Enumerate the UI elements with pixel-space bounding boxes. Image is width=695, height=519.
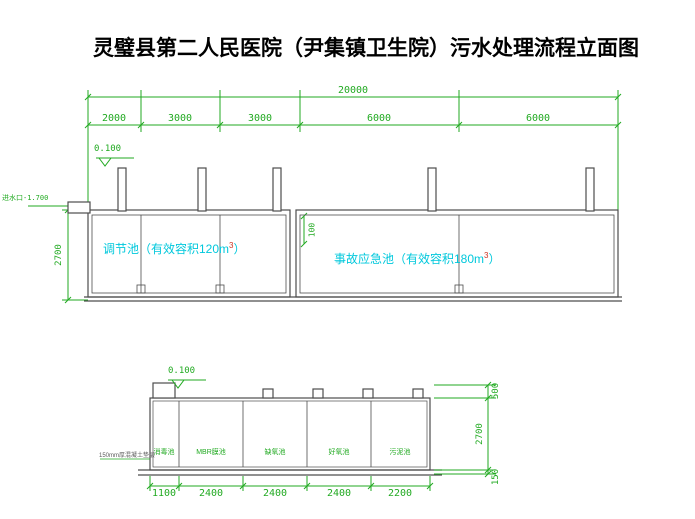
upper-elevation-label: 0.100 bbox=[94, 144, 122, 154]
upper-tank-structure bbox=[67, 167, 622, 302]
vent-pipe-2 bbox=[197, 167, 207, 212]
compartment-label-3: 缺氧池 bbox=[264, 449, 286, 456]
compartment-label-4: 好氧池 bbox=[328, 449, 350, 456]
upper-dim-ticks bbox=[84, 93, 622, 129]
inlet-label: 进水口-1.700 bbox=[2, 194, 49, 202]
lower-tank-structure bbox=[138, 382, 442, 476]
upper-seg-dim-label-4: 6000 bbox=[366, 113, 392, 124]
tank1-label-close: ） bbox=[233, 242, 246, 256]
lower-bottom-dim-ticks bbox=[146, 482, 434, 490]
tank1-inner-wall bbox=[91, 214, 287, 294]
lower-base-slab bbox=[138, 469, 442, 476]
drawing-title: 灵璧县第二人民医院（尹集镇卫生院）污水处理流程立面图 bbox=[93, 36, 639, 60]
lower-stub-4 bbox=[412, 388, 424, 399]
tank-base-slab bbox=[84, 296, 622, 302]
lower-right-dim-label-1: 500 bbox=[491, 382, 501, 400]
upper-seg-dim-label-2: 3000 bbox=[167, 113, 193, 124]
lower-right-dim-ticks bbox=[484, 381, 492, 478]
lower-stub-2 bbox=[312, 388, 324, 399]
lower-top-hopper bbox=[152, 382, 176, 399]
lower-bottom-dim-label-2: 2400 bbox=[198, 488, 224, 499]
tank1-label-text: 调节池（有效容积120m bbox=[103, 242, 230, 256]
upper-step-dim-label: 100 bbox=[307, 222, 317, 238]
tank2-label-sup: 3 bbox=[484, 251, 489, 260]
upper-step-dim bbox=[300, 212, 308, 248]
upper-height-dim-label: 2700 bbox=[54, 244, 64, 266]
compartment-label-1: 消毒池 bbox=[153, 449, 175, 456]
inlet-pipe bbox=[67, 201, 91, 214]
lower-right-dim-label-3: 150 bbox=[491, 468, 501, 486]
upper-left-height-dim bbox=[62, 206, 88, 304]
compartment-label-2: MBR膜池 bbox=[196, 449, 226, 456]
upper-dimension-lines bbox=[28, 90, 622, 304]
upper-seg-dim-label-3: 3000 bbox=[247, 113, 273, 124]
tank2-label: 事故应急池（有效容积180m3） bbox=[334, 250, 501, 267]
sump-box-3 bbox=[454, 284, 464, 294]
sump-box-2 bbox=[215, 284, 225, 294]
lower-bottom-dim-label-1: 1100 bbox=[151, 488, 177, 499]
lower-elevation-triangle-icon bbox=[171, 379, 185, 389]
lower-right-dim-label-2: 2700 bbox=[475, 423, 485, 445]
lower-bottom-dim-label-5: 2200 bbox=[387, 488, 413, 499]
tank2-label-text: 事故应急池（有效容积180m bbox=[334, 252, 485, 266]
upper-extension-lines bbox=[87, 90, 619, 210]
lower-elevation-label: 0.100 bbox=[168, 366, 196, 376]
upper-seg-dim-label-5: 6000 bbox=[525, 113, 551, 124]
tank1-label-sup: 3 bbox=[229, 241, 234, 250]
vent-pipe-4 bbox=[427, 167, 437, 212]
upper-elevation-symbol bbox=[96, 157, 134, 167]
compartment-label-5: 污泥池 bbox=[389, 449, 411, 456]
lower-tank-inner-wall bbox=[152, 400, 428, 468]
lower-bottom-extension-lines bbox=[149, 476, 431, 491]
sump-box-1 bbox=[136, 284, 146, 294]
tank1-label: 调节池（有效容积120m3） bbox=[103, 240, 246, 257]
vent-pipe-1 bbox=[117, 167, 127, 212]
lower-bottom-dim-label-3: 2400 bbox=[262, 488, 288, 499]
upper-total-dim-label: 20000 bbox=[337, 85, 369, 96]
upper-elevation-triangle-icon bbox=[98, 157, 112, 167]
lower-dimension-lines bbox=[100, 379, 496, 491]
upper-seg-dim-label-1: 2000 bbox=[101, 113, 127, 124]
lower-bottom-dim-label-4: 2400 bbox=[326, 488, 352, 499]
tank-dividers bbox=[140, 215, 460, 293]
tank2-label-close: ） bbox=[488, 252, 501, 266]
lower-tank-dividers bbox=[178, 401, 372, 467]
lower-right-extension-lines bbox=[434, 384, 496, 475]
vent-pipe-3 bbox=[272, 167, 282, 212]
lower-tank-outer-wall bbox=[149, 397, 431, 471]
base-note-label: 150mm厚混凝土垫层 bbox=[99, 453, 156, 459]
lower-stub-3 bbox=[362, 388, 374, 399]
lower-stub-1 bbox=[262, 388, 274, 399]
vent-pipe-5 bbox=[585, 167, 595, 212]
